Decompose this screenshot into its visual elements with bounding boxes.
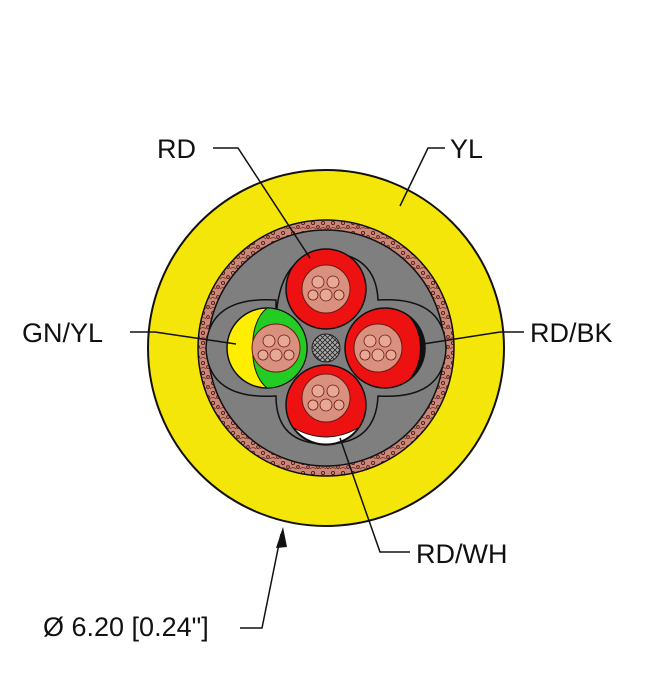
leader-diameter [240,533,282,629]
diameter-arrowhead [276,527,287,548]
leader-rd [213,147,311,259]
core-bottom-rdwh [285,364,367,446]
core-right-rdbk [344,307,426,389]
leader-gnyl [130,331,237,345]
label-diameter: Ø 6.20 [0.24"] [43,612,209,642]
center-mesh [311,333,341,363]
leader-rdbk [422,331,524,345]
core-top-rd [285,248,367,330]
core-left-gnyl [226,307,308,389]
label-gnyl-core: GN/YL [22,318,104,348]
label-yl-jacket: YL [450,134,484,164]
leader-yl [399,147,445,207]
leader-rdwh [339,437,410,553]
label-rd-core: RD [157,134,196,164]
label-rdbk-core: RD/BK [530,318,613,348]
label-rdwh-core: RD/WH [416,539,508,569]
